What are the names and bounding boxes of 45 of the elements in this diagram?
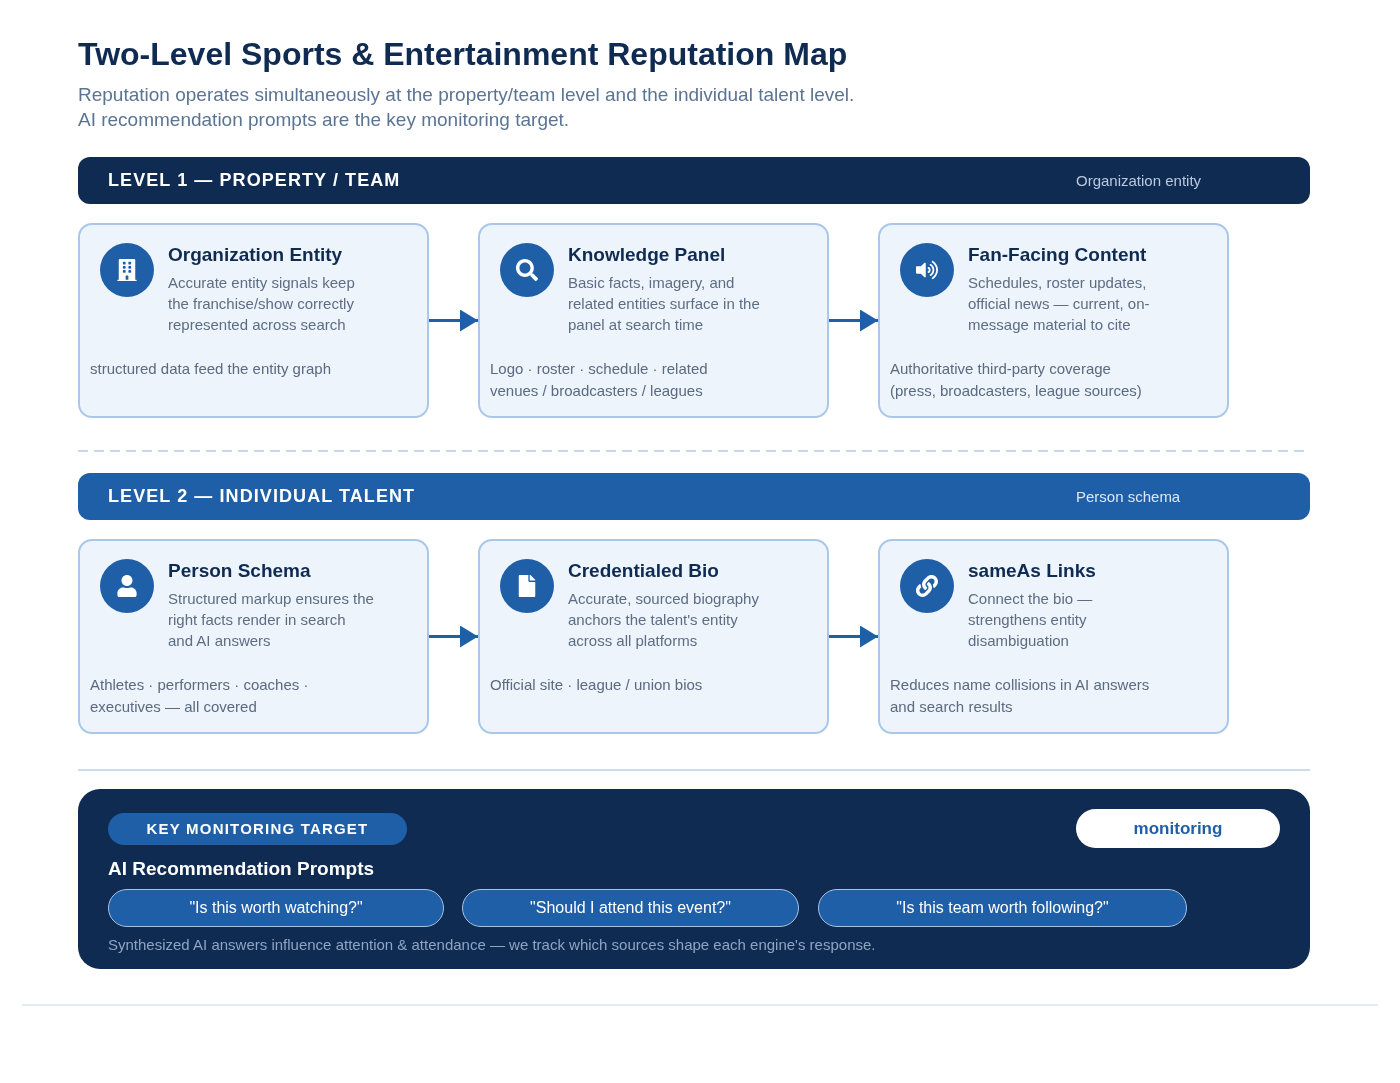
info-card bbox=[478, 223, 829, 418]
card-footnote: Authoritative third-party coverage (press, broadcasters, league sources) bbox=[890, 359, 1143, 401]
prompt-pill: "Should I attend this event?" bbox=[462, 889, 799, 927]
feature-tag: monitoring bbox=[1076, 809, 1280, 848]
arrow bbox=[429, 309, 478, 332]
card-heading: Person Schema bbox=[168, 559, 312, 583]
info-card bbox=[878, 539, 1229, 734]
info-card bbox=[478, 539, 829, 734]
target-tag: KEY MONITORING TARGET bbox=[108, 813, 407, 845]
card-footnote: Official site · league / union bios bbox=[490, 675, 704, 695]
card-heading: Fan-Facing Content bbox=[968, 243, 1148, 267]
card-heading: Knowledge Panel bbox=[568, 243, 727, 267]
card-description: Accurate, sourced biography anchors the talent's entity across all platforms bbox=[568, 589, 760, 651]
band-note: Organization entity bbox=[1076, 171, 1202, 191]
card-description: Structured markup ensures the right facts render in search and AI answers bbox=[168, 589, 374, 651]
card-heading: Credentialed Bio bbox=[568, 559, 720, 583]
level-band bbox=[78, 157, 1310, 204]
info-card bbox=[878, 223, 1229, 418]
monitoring-panel bbox=[78, 789, 1310, 969]
card-description: Schedules, roster updates, official news — current, on-message material to cite bbox=[968, 273, 1151, 335]
card-footnote: Logo · roster · schedule · related venues / broadcasters / leagues bbox=[490, 359, 709, 401]
panel-caption: Synthesized AI answers influence attention & attendance — we track which sources shape each engine's response. bbox=[108, 935, 877, 955]
card-heading: sameAs Links bbox=[968, 559, 1097, 583]
subtitle-line: AI recommendation prompts are the key monitoring target. bbox=[78, 108, 570, 132]
prompt-pill: "Is this worth watching?" bbox=[108, 889, 444, 927]
arrow bbox=[829, 625, 878, 648]
card-footnote: Reduces name collisions in AI answers and search results bbox=[890, 675, 1151, 717]
page-title: Two-Level Sports & Entertainment Reputation Map bbox=[78, 35, 848, 74]
panel-heading: AI Recommendation Prompts bbox=[108, 857, 375, 881]
arrow bbox=[829, 309, 878, 332]
card-description: Basic facts, imagery, and related entities surface in the panel at search time bbox=[568, 273, 761, 335]
band-title: LEVEL 1 — PROPERTY / TEAM bbox=[108, 169, 401, 192]
arrow bbox=[429, 625, 478, 648]
card-footnote: Athletes · performers · coaches · executives — all covered bbox=[90, 675, 310, 717]
band-title: LEVEL 2 — INDIVIDUAL TALENT bbox=[108, 485, 416, 508]
band-note: Person schema bbox=[1076, 487, 1181, 507]
card-description: Accurate entity signals keep the franchise/show correctly represented across search bbox=[168, 273, 356, 335]
card-footnote: structured data feed the entity graph bbox=[90, 359, 332, 379]
subtitle-line: Reputation operates simultaneously at the property/team level and the individual talent level. bbox=[78, 83, 855, 107]
card-heading: Organization Entity bbox=[168, 243, 344, 267]
level-band bbox=[78, 473, 1310, 520]
info-card bbox=[78, 223, 429, 418]
info-card bbox=[78, 539, 429, 734]
prompt-pill: "Is this team worth following?" bbox=[818, 889, 1187, 927]
card-description: Connect the bio — strengthens entity disambiguation bbox=[968, 589, 1094, 651]
